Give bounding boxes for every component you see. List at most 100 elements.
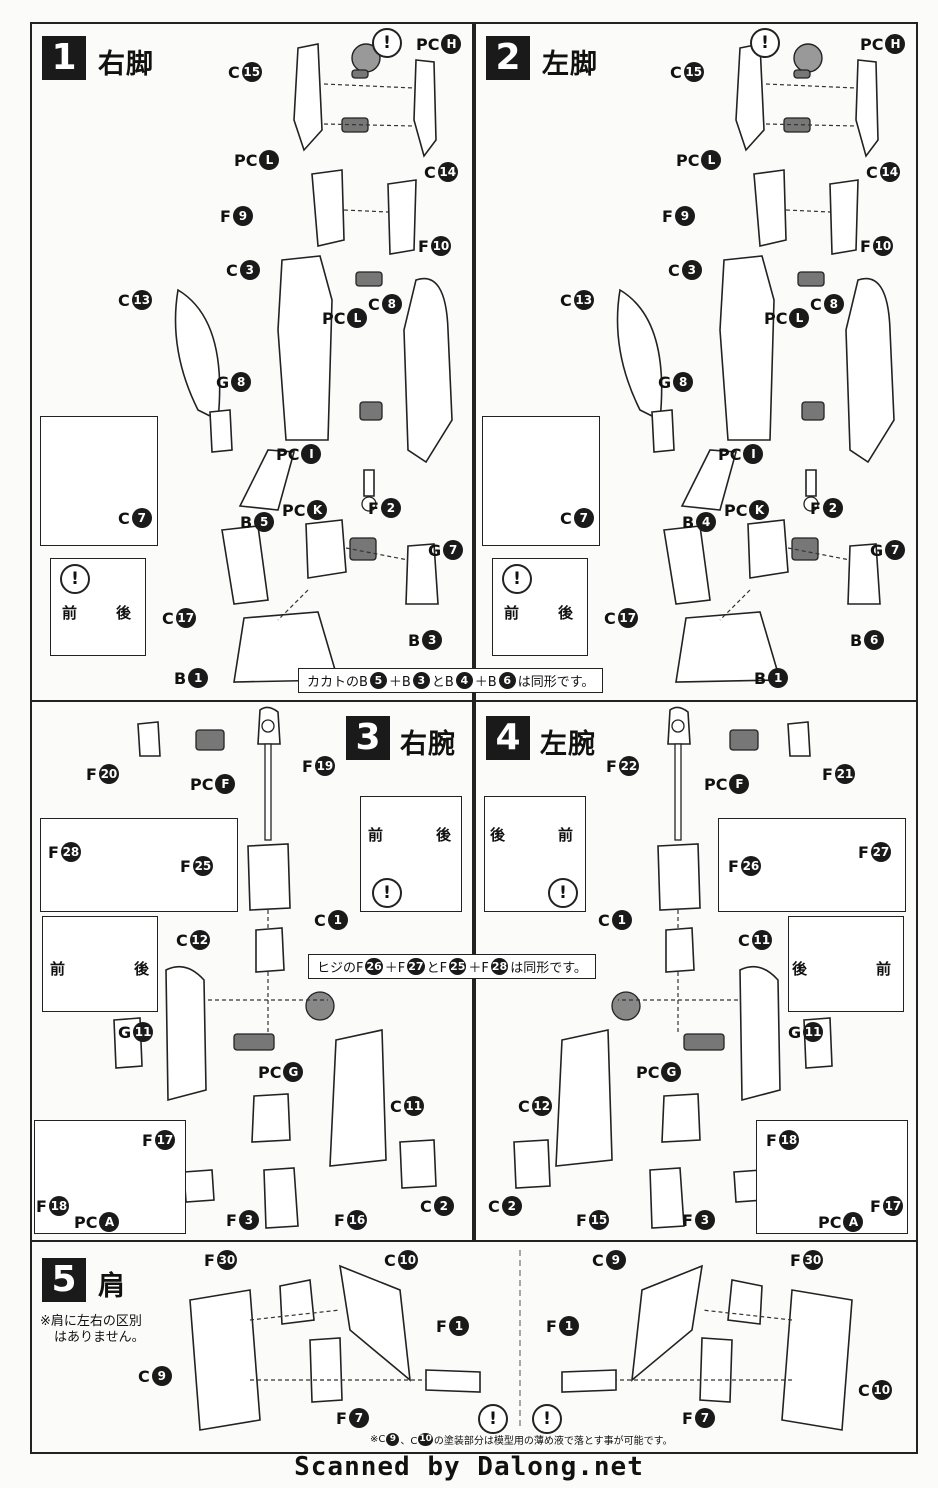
part-drawing: [293, 43, 323, 152]
part-prefix: C: [226, 260, 238, 280]
part-prefix: C: [420, 1196, 432, 1216]
part-number: 10: [430, 236, 451, 256]
part-prefix: C: [228, 62, 240, 82]
part-number: 25: [449, 958, 467, 975]
caution-icon: !: [478, 1404, 508, 1434]
part-prefix: PC: [636, 1062, 660, 1082]
part-number: 9: [605, 1250, 626, 1270]
part-number: 3: [681, 260, 702, 280]
part-number: 27: [407, 958, 425, 975]
part-number: K: [307, 500, 328, 520]
part-number: 4: [696, 512, 717, 532]
guide-line: [343, 209, 389, 213]
part-drawing: [251, 1093, 291, 1143]
note-text: ヒジのF: [317, 961, 364, 976]
part-prefix: C: [162, 608, 174, 628]
part-number: L: [259, 150, 280, 170]
part-number: 27: [870, 842, 891, 862]
part-number: 17: [154, 1130, 175, 1150]
part-number: 6: [864, 630, 885, 650]
part-number: 25: [192, 856, 213, 876]
part-number: 7: [694, 1408, 715, 1428]
part-number: 18: [48, 1196, 69, 1216]
part-drawing: [649, 1167, 685, 1229]
part-number: G: [283, 1062, 304, 1082]
part-number: L: [701, 150, 722, 170]
part-number: 9: [232, 206, 253, 226]
part-prefix: C: [384, 1250, 396, 1270]
part-prefix: B: [174, 668, 187, 688]
part-number: 3: [694, 1210, 715, 1230]
part-number: 7: [348, 1408, 369, 1428]
part-prefix: G: [118, 1022, 132, 1042]
front-label: 前: [368, 826, 384, 844]
part-prefix: B: [682, 512, 695, 532]
note-text: は同形です。: [517, 675, 595, 690]
part-drawing: [305, 519, 347, 579]
part-prefix: F: [728, 856, 739, 876]
part-drawing: [661, 1093, 701, 1143]
part-number: I: [743, 444, 764, 464]
ankle-same-shape-note: カカトのB 5 ＋B 3 とB 4 ＋B 6 は同形です。: [298, 668, 604, 693]
part-prefix: PC: [282, 500, 306, 520]
caution-icon: !: [750, 28, 780, 58]
part-prefix: F: [418, 236, 429, 256]
part-prefix: G: [788, 1022, 802, 1042]
guide-line: [345, 547, 409, 561]
part-prefix: F: [180, 856, 191, 876]
note-text: とF: [426, 961, 448, 976]
part-number: 13: [131, 290, 152, 310]
step-5-number: 5: [42, 1258, 86, 1302]
part-number: 3: [412, 672, 430, 689]
part-prefix: C: [810, 294, 822, 314]
part-drawing: [363, 469, 375, 497]
shoulder-note-line-2: はありません。: [54, 1330, 145, 1345]
polycap: [801, 401, 825, 421]
detail-view: [305, 991, 335, 1021]
step-3-title: 右腕: [400, 729, 456, 760]
part-number: A: [99, 1212, 120, 1232]
part-number: 14: [879, 162, 900, 182]
guide-line: [323, 123, 415, 127]
part-number: 15: [683, 62, 704, 82]
step-5-frame: [30, 1240, 918, 1454]
part-prefix: C: [858, 1380, 870, 1400]
polycap: [797, 271, 825, 287]
part-drawing: [781, 1289, 853, 1431]
guide-line: [249, 1309, 341, 1321]
detail-view: [611, 991, 641, 1021]
elbow-same-shape-note: ヒジのF 26 ＋F 27 とF 25 ＋F 28 は同形です。: [308, 954, 596, 979]
part-number: 11: [803, 1022, 824, 1042]
part-prefix: F: [822, 764, 833, 784]
part-number: 6: [498, 672, 516, 689]
part-drawing: [329, 1029, 387, 1167]
note-text: ＋B: [474, 675, 497, 690]
part-number: 13: [573, 290, 594, 310]
part-prefix: PC: [860, 34, 884, 54]
part-drawing: [311, 169, 345, 247]
part-number: H: [885, 34, 906, 54]
part-drawing: [247, 843, 291, 911]
arm-shaft: [674, 743, 682, 841]
part-number: H: [441, 34, 462, 54]
part-number: 10: [871, 1380, 892, 1400]
